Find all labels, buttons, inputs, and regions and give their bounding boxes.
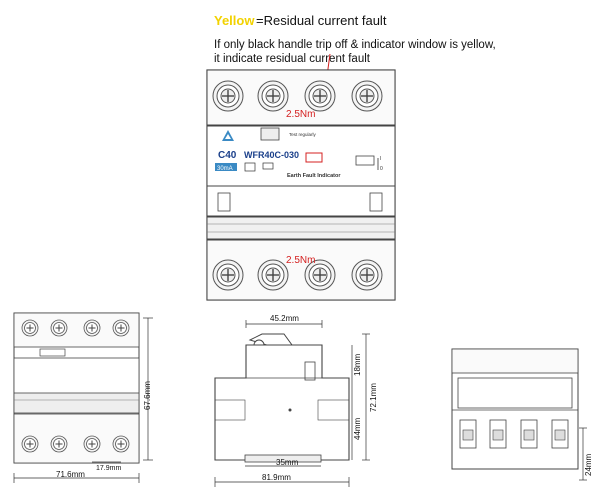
front-width-dim: 71.6mm — [56, 470, 85, 479]
side-upper-dim: 18mm — [353, 353, 362, 376]
back-depth-dim: 24mm — [584, 453, 593, 476]
rail-width-dim: 35mm — [276, 458, 299, 467]
side-height-dim: 72.1mm — [369, 383, 378, 412]
indicator-note-line1: If only black handle trip off & indicato… — [214, 39, 496, 51]
on-mark: I — [380, 156, 381, 162]
test-label: Test regularly — [289, 132, 317, 137]
pole-pitch-dim: 17.9mm — [96, 465, 121, 472]
cert-mark-2 — [262, 162, 274, 170]
side-width-dim: 81.9mm — [262, 473, 291, 482]
rating-label: C40 — [218, 150, 237, 161]
off-mark: 0 — [380, 166, 383, 172]
test-button[interactable] — [260, 127, 280, 141]
earth-fault-indicator-window — [305, 152, 323, 163]
torque-top-label: 2.5Nm — [286, 109, 315, 120]
front-height-dim: 67.6mm — [143, 381, 152, 410]
indicator-label: Earth Fault Indicator — [287, 173, 341, 179]
bottom-dimension-view: 24mm — [451, 348, 593, 481]
din-rail-slot — [206, 216, 396, 240]
sensitivity-label: 30mA — [217, 166, 233, 172]
side-top-dim: 45.2mm — [270, 314, 299, 323]
cert-mark-1 — [244, 162, 256, 172]
status-window — [355, 155, 375, 166]
side-mid-dim: 44mm — [353, 417, 362, 440]
front-dimension-view: 67.6mm 17.9mm 71.6mm — [13, 312, 153, 483]
side-dimension-view: 45.2mm 18mm 44mm 72.1mm 35mm 81.9mm — [214, 314, 378, 487]
brand-logo — [222, 130, 234, 141]
sensitivity-badge — [215, 163, 237, 171]
torque-bottom-label: 2.5Nm — [286, 255, 315, 266]
legend-description: =Residual current fault — [256, 13, 387, 28]
model-label: WFR40C-030 — [244, 150, 299, 160]
indicator-note-line2: it indicate residual current fault — [214, 53, 371, 65]
legend-yellow-word: Yellow — [214, 13, 255, 28]
breaker-front-view: 2.5Nm Test regularly C40 30mA WFR40C-030… — [206, 69, 396, 301]
